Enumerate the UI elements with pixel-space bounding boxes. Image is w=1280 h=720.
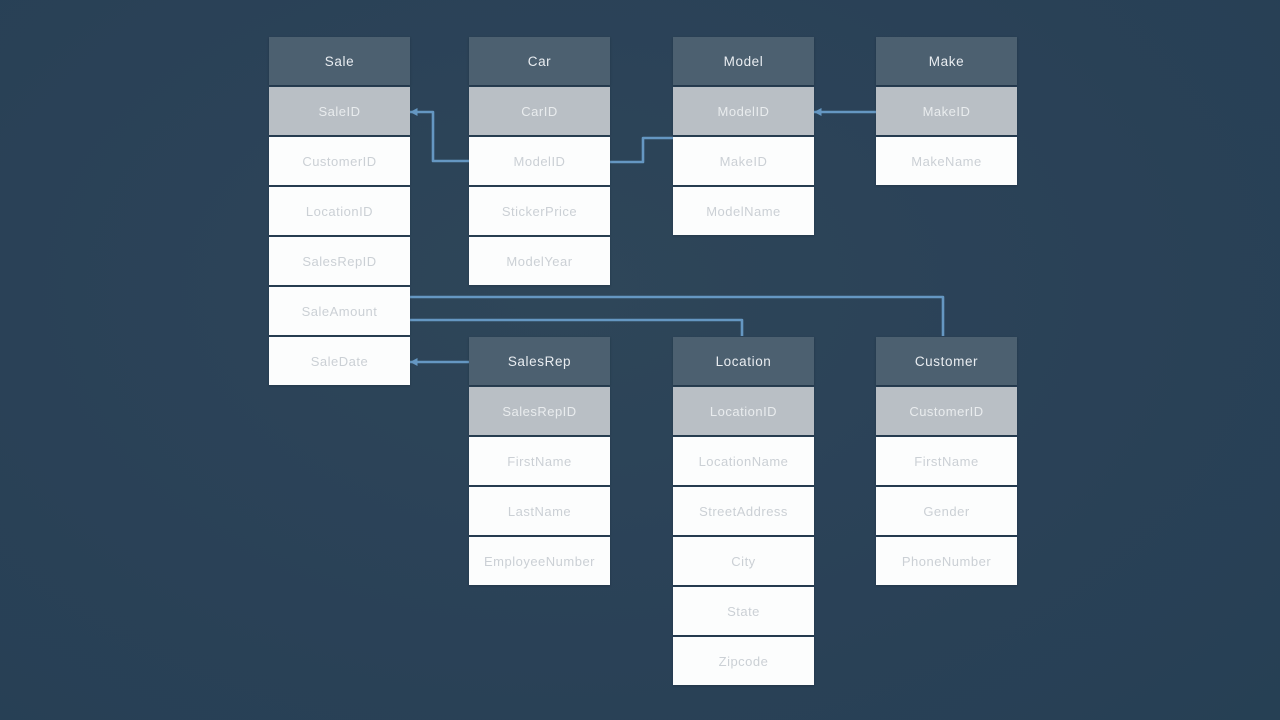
table-header-model[interactable]: Model — [673, 37, 814, 85]
connector-arrowhead-make-makeid-to-model-modelid — [814, 108, 822, 116]
connector-sale-to-location — [410, 318, 744, 336]
field-location-locationid[interactable]: LocationID — [673, 387, 814, 435]
table-header-car[interactable]: Car — [469, 37, 610, 85]
field-sale-saleid[interactable]: SaleID — [269, 87, 410, 135]
field-car-carid[interactable]: CarID — [469, 87, 610, 135]
field-customer-firstname[interactable]: FirstName — [876, 437, 1017, 485]
field-salesrep-salesrepid[interactable]: SalesRepID — [469, 387, 610, 435]
field-location-zipcode[interactable]: Zipcode — [673, 637, 814, 685]
field-location-state[interactable]: State — [673, 587, 814, 635]
field-salesrep-firstname[interactable]: FirstName — [469, 437, 610, 485]
table-header-location[interactable]: Location — [673, 337, 814, 385]
connector-car-modelid-to-model — [610, 136, 673, 164]
field-sale-customerid[interactable]: CustomerID — [269, 137, 410, 185]
field-make-makename[interactable]: MakeName — [876, 137, 1017, 185]
table-header-salesrep[interactable]: SalesRep — [469, 337, 610, 385]
field-sale-saleamount[interactable]: SaleAmount — [269, 287, 410, 335]
field-location-streetaddress[interactable]: StreetAddress — [673, 487, 814, 535]
field-customer-gender[interactable]: Gender — [876, 487, 1017, 535]
connector-sale-saleid-to-car-modelid — [410, 110, 469, 163]
field-car-stickerprice[interactable]: StickerPrice — [469, 187, 610, 235]
field-model-modelname[interactable]: ModelName — [673, 187, 814, 235]
field-location-city[interactable]: City — [673, 537, 814, 585]
connector-arrowhead-sale-saleid-to-car-modelid — [410, 108, 418, 116]
field-make-makeid[interactable]: MakeID — [876, 87, 1017, 135]
field-salesrep-lastname[interactable]: LastName — [469, 487, 610, 535]
table-header-make[interactable]: Make — [876, 37, 1017, 85]
field-sale-saledate[interactable]: SaleDate — [269, 337, 410, 385]
field-model-makeid[interactable]: MakeID — [673, 137, 814, 185]
field-salesrep-employeenumber[interactable]: EmployeeNumber — [469, 537, 610, 585]
field-customer-phonenumber[interactable]: PhoneNumber — [876, 537, 1017, 585]
field-sale-salesrepid[interactable]: SalesRepID — [269, 237, 410, 285]
table-header-sale[interactable]: Sale — [269, 37, 410, 85]
connector-arrowhead-sale-saledate-to-salesrep — [410, 358, 418, 366]
field-customer-customerid[interactable]: CustomerID — [876, 387, 1017, 435]
field-sale-locationid[interactable]: LocationID — [269, 187, 410, 235]
field-model-modelid[interactable]: ModelID — [673, 87, 814, 135]
field-location-locationname[interactable]: LocationName — [673, 437, 814, 485]
field-car-modelyear[interactable]: ModelYear — [469, 237, 610, 285]
connector-sale-to-customer — [410, 295, 945, 336]
field-car-modelid[interactable]: ModelID — [469, 137, 610, 185]
table-header-customer[interactable]: Customer — [876, 337, 1017, 385]
